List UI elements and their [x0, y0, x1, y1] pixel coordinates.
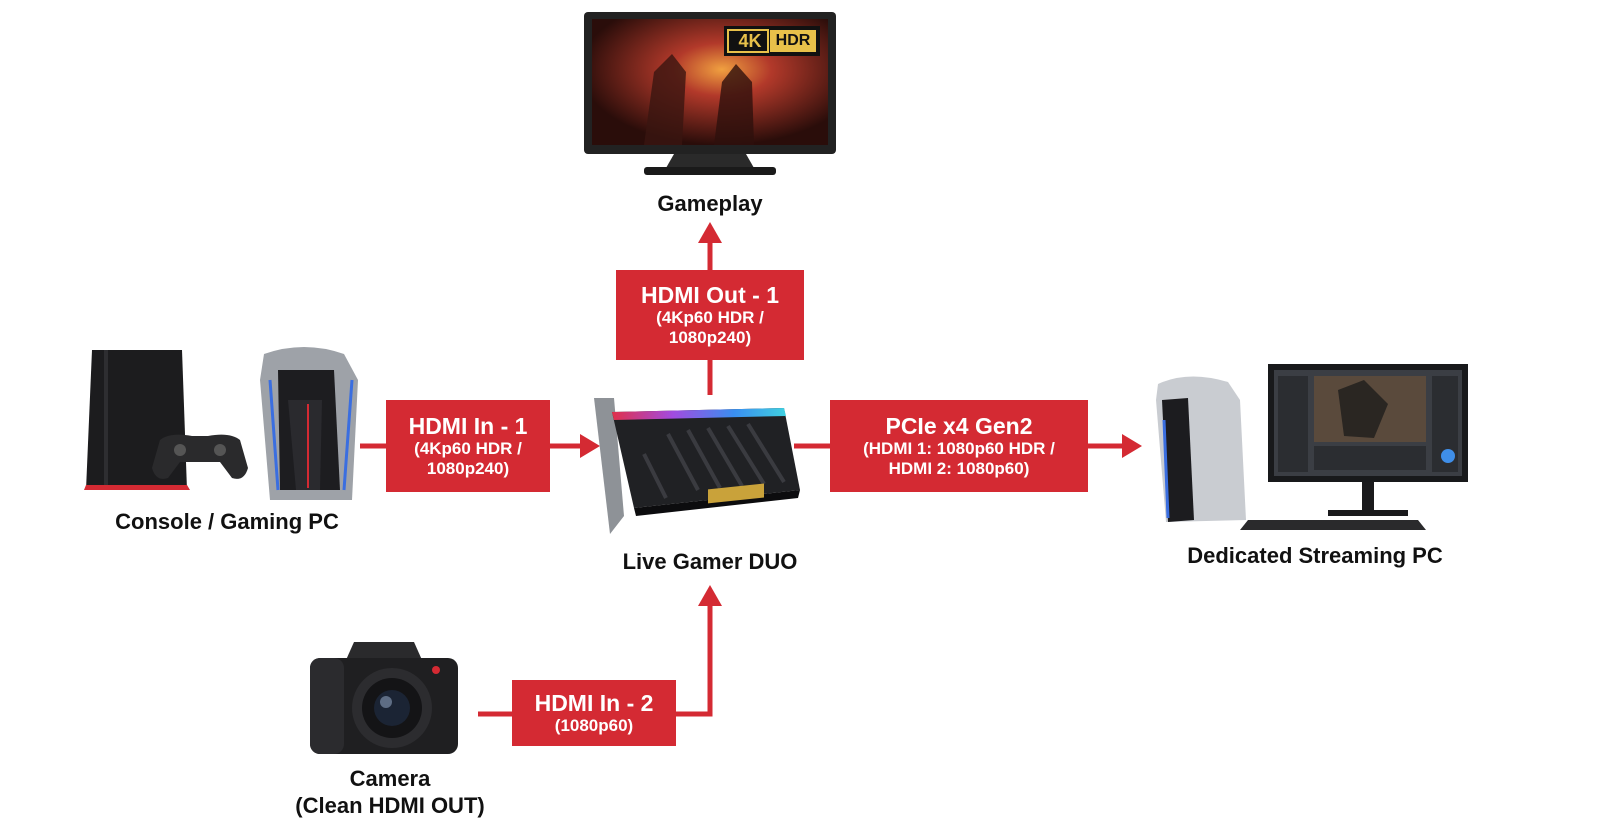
- console-gaming-pc-icon: [84, 347, 358, 500]
- gameplay-monitor-icon: [584, 12, 836, 175]
- hdmi-in-2-title: HDMI In - 2: [534, 690, 654, 716]
- line-hdmi-in-2-to-card: [676, 604, 713, 717]
- hdmi-in-1-detail-2: 1080p240): [426, 459, 510, 478]
- streaming-pc-icon: [1156, 364, 1468, 530]
- pcie-detail-1: (HDMI 1: 1080p60 HDR /: [863, 439, 1055, 458]
- pcie-title: PCIe x4 Gen2: [885, 413, 1033, 439]
- hdmi-in-2-box: HDMI In - 2 (1080p60): [512, 680, 676, 746]
- hdmi-out-1-detail-2: 1080p240): [668, 328, 752, 347]
- arrow-up-gameplay: [698, 222, 722, 243]
- hdmi-out-1-detail-1: (4Kp60 HDR /: [656, 308, 764, 327]
- pcie-detail-2: HDMI 2: 1080p60): [888, 459, 1030, 478]
- gameplay-label: Gameplay: [657, 191, 763, 216]
- hdmi-in-1-box: HDMI In - 1 (4Kp60 HDR / 1080p240): [386, 400, 550, 492]
- camera-icon: [310, 642, 458, 754]
- hdmi-out-1-box: HDMI Out - 1 (4Kp60 HDR / 1080p240): [616, 270, 804, 360]
- badge-hdr: HDR: [775, 32, 811, 49]
- badge-4k: 4K: [738, 31, 762, 51]
- arrow-up-card: [698, 585, 722, 606]
- hdmi-out-1-title: HDMI Out - 1: [641, 282, 779, 308]
- capture-card-label: Live Gamer DUO: [622, 549, 798, 574]
- hdmi-in-2-detail-1: (1080p60): [554, 716, 634, 735]
- hdmi-in-1-detail-1: (4Kp60 HDR /: [414, 439, 522, 458]
- arrow-right-streaming: [1122, 434, 1142, 458]
- streaming-pc-label: Dedicated Streaming PC: [1187, 543, 1443, 568]
- camera-label-line2: (Clean HDMI OUT): [295, 793, 485, 818]
- console-gaming-pc-label: Console / Gaming PC: [115, 509, 339, 534]
- arrow-right-card: [580, 434, 600, 458]
- camera-label-line1: Camera: [349, 766, 431, 791]
- pcie-box: PCIe x4 Gen2 (HDMI 1: 1080p60 HDR / HDMI…: [830, 400, 1088, 492]
- capture-card-icon: [594, 398, 800, 534]
- hdmi-in-1-title: HDMI In - 1: [408, 413, 528, 439]
